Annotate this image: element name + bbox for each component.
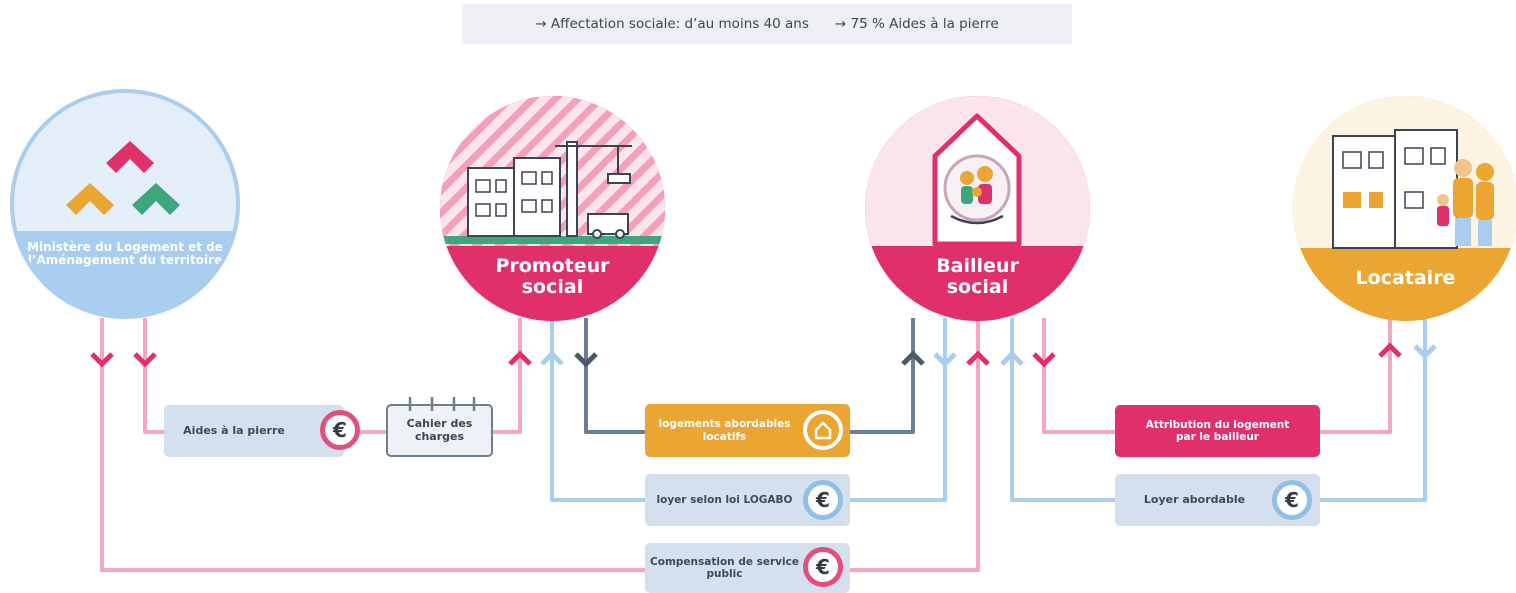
chevron-up-icon (508, 350, 532, 366)
flow-cahier-des-charges: Cahier des charges (386, 397, 493, 457)
banner-affectation: → Affectation sociale: d’au moins 40 ans (535, 16, 809, 32)
ministere-label: Ministère du Logement et de l’Aménagemen… (27, 240, 223, 267)
chevron-up-icon (540, 350, 564, 366)
compensation-label: Compensation de service public (650, 555, 799, 580)
euro-icon: € (320, 410, 360, 450)
actor-promoteur: Promoteur social (440, 96, 665, 321)
bailleur-label: Bailleur social (936, 255, 1019, 298)
chevron-up-icon (901, 350, 925, 366)
aides-label: Aides à la pierre (183, 423, 285, 437)
locataire-label: Locataire (1355, 267, 1456, 289)
flow-aides-a-la-pierre: Aides à la pierre (164, 405, 344, 457)
house-icon (803, 410, 843, 450)
promoteur-label: Promoteur social (495, 255, 610, 298)
line-compensation (100, 318, 980, 572)
euro-icon: € (1272, 480, 1312, 520)
chevron-down-icon (1413, 344, 1437, 360)
chevron-up-icon (1378, 342, 1402, 358)
cahier-label: Cahier des charges (406, 416, 473, 443)
chevron-up-icon (966, 350, 990, 366)
euro-icon: € (803, 480, 843, 520)
loyer-abordable-label: Loyer abordable (1143, 492, 1246, 506)
ministry-logo-icon (14, 141, 236, 315)
banner-aides: → 75 % Aides à la pierre (834, 16, 999, 32)
euro-icon: € (803, 547, 843, 587)
flow-attribution: Attribution du logement par le bailleur (1115, 405, 1320, 457)
chevron-down-icon (933, 352, 957, 368)
logements-label: logements abordables locatifs (658, 418, 791, 443)
chevron-down-icon (90, 352, 114, 368)
actor-ministere: Ministère du Logement et de l’Aménagemen… (10, 89, 240, 319)
info-banner: → Affectation sociale: d’au moins 40 ans… (462, 4, 1072, 44)
actor-locataire: Locataire (1293, 96, 1516, 321)
attribution-label: Attribution du logement par le bailleur (1145, 418, 1290, 443)
actor-bailleur: Bailleur social (865, 96, 1090, 321)
chevron-down-icon (1032, 352, 1056, 368)
chevron-down-icon (574, 352, 598, 368)
chevron-down-icon (133, 352, 157, 368)
notebook-rings-icon (408, 397, 476, 411)
logabo-label: loyer selon loi LOGABO (656, 493, 793, 506)
chevron-up-icon (1000, 350, 1024, 366)
